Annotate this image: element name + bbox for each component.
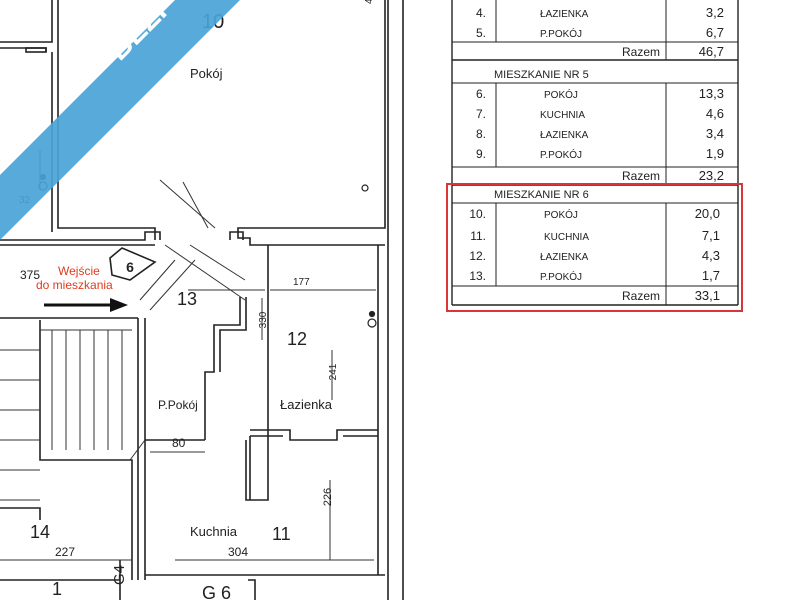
label-g6: G 6 xyxy=(202,583,231,600)
row-4-name: ŁAZIENKA xyxy=(540,9,589,20)
row-12-name: ŁAZIENKA xyxy=(540,252,589,263)
row-11-no: 11. xyxy=(470,229,486,243)
door-swings xyxy=(0,150,376,561)
row-4-no: 4. xyxy=(476,6,486,20)
total-top-label: Razem xyxy=(622,45,660,59)
dimension-80: 80 xyxy=(172,436,186,450)
row-11-area: 7,1 xyxy=(702,228,720,243)
row-6-name: POKÓJ xyxy=(544,88,578,101)
apt6-total-label: Razem xyxy=(622,289,660,303)
apartment-marker: 6 xyxy=(109,247,157,281)
row-13-area: 1,7 xyxy=(702,268,720,283)
room-name-12: Łazienka xyxy=(280,397,333,412)
room-number-11: 11 xyxy=(272,524,291,544)
dimension-177: 177 xyxy=(293,277,310,288)
entrance-arrow: Wejście do mieszkania xyxy=(36,264,128,312)
row-10-name: POKÓJ xyxy=(544,208,578,221)
area-table xyxy=(451,0,739,306)
apartment-6-highlight xyxy=(446,183,743,312)
dimension-227: 227 xyxy=(55,545,75,559)
room-number-13: 13 xyxy=(177,289,197,309)
stair-treads xyxy=(0,329,132,501)
row-7-name: KUCHNIA xyxy=(540,110,585,121)
row-7-no: 7. xyxy=(476,107,486,121)
room-name-10: Pokój xyxy=(190,66,223,81)
row-9-no: 9. xyxy=(476,147,486,161)
corner-banner: BEZP xyxy=(0,0,240,240)
row-12-area: 4,3 xyxy=(702,248,720,263)
label-g4: G4 xyxy=(111,565,128,585)
dimension-226: 226 xyxy=(322,488,334,506)
row-8-name: ŁAZIENKA xyxy=(540,130,589,141)
row-11-name: KUCHNIA xyxy=(544,232,589,243)
dimension-241: 241 xyxy=(328,363,339,380)
dimension-375: 375 xyxy=(20,268,40,282)
room-number-1: 1 xyxy=(52,579,62,599)
table-text: 4. ŁAZIENKA 3,2 5. P.POKÓJ 6,7 Razem 46,… xyxy=(469,5,724,303)
row-5-area: 6,7 xyxy=(706,25,724,40)
apt5-title: MIESZKANIE NR 5 xyxy=(494,69,589,81)
row-13-no: 13. xyxy=(469,269,486,283)
room-number-14: 14 xyxy=(30,522,50,542)
apt6-title: MIESZKANIE NR 6 xyxy=(494,189,589,201)
room-name-11: Kuchnia xyxy=(190,524,238,539)
apt5-total-value: 23,2 xyxy=(699,168,724,183)
row-4-area: 3,2 xyxy=(706,5,724,20)
room-number-12: 12 xyxy=(287,329,307,349)
dimension-304: 304 xyxy=(228,545,248,559)
dimension-330: 330 xyxy=(258,311,269,328)
entrance-label-line1: Wejście xyxy=(58,264,100,278)
entrance-label-line2: do mieszkania xyxy=(36,278,113,292)
row-6-area: 13,3 xyxy=(699,86,724,101)
row-5-no: 5. xyxy=(476,26,486,40)
row-8-no: 8. xyxy=(476,127,486,141)
apartment-marker-number: 6 xyxy=(126,259,134,275)
apt6-total-value: 33,1 xyxy=(695,288,720,303)
row-6-no: 6. xyxy=(476,87,486,101)
dimension-labels: 375 177 330 241 80 226 227 304 32 4 G4 G… xyxy=(19,0,375,600)
row-5-name: P.POKÓJ xyxy=(540,27,582,40)
row-13-name: P.POKÓJ xyxy=(540,270,582,283)
total-top-value: 46,7 xyxy=(699,44,724,59)
row-12-no: 12. xyxy=(469,249,486,263)
row-9-name: P.POKÓJ xyxy=(540,148,582,161)
row-8-area: 3,4 xyxy=(706,126,724,141)
apt5-total-label: Razem xyxy=(622,169,660,183)
row-10-no: 10. xyxy=(469,207,486,221)
dimension-4: 4 xyxy=(364,0,375,4)
room-name-ppokoj: P.Pokój xyxy=(158,398,198,412)
row-9-area: 1,9 xyxy=(706,146,724,161)
plan-walls xyxy=(0,0,404,600)
row-7-area: 4,6 xyxy=(706,106,724,121)
row-10-area: 20,0 xyxy=(695,206,720,221)
